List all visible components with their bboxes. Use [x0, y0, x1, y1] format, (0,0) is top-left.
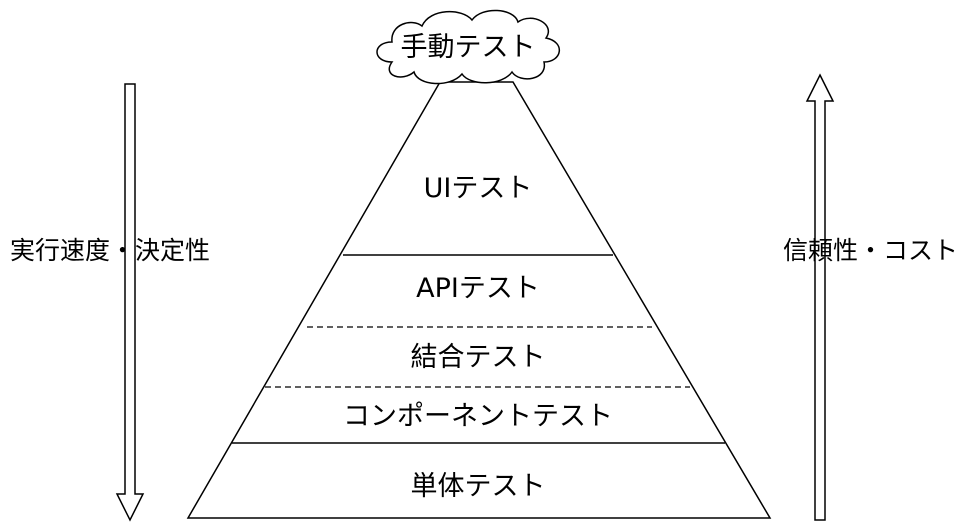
- layer-label-api: APIテスト: [416, 273, 540, 304]
- up-arrow: [805, 73, 835, 521]
- down-arrow: [115, 83, 145, 522]
- layer-label-ui: UIテスト: [424, 173, 533, 204]
- layer-label-component: コンポーネントテスト: [343, 401, 613, 432]
- left-axis-label: 実行速度・決定性: [10, 236, 210, 265]
- cloud-shape: [376, 9, 560, 85]
- cloud-label: 手動テスト: [401, 32, 536, 63]
- layer-label-integration: 結合テスト: [411, 342, 546, 373]
- right-axis-label: 信頼性・コスト: [783, 236, 958, 265]
- layer-label-unit: 単体テスト: [411, 471, 546, 502]
